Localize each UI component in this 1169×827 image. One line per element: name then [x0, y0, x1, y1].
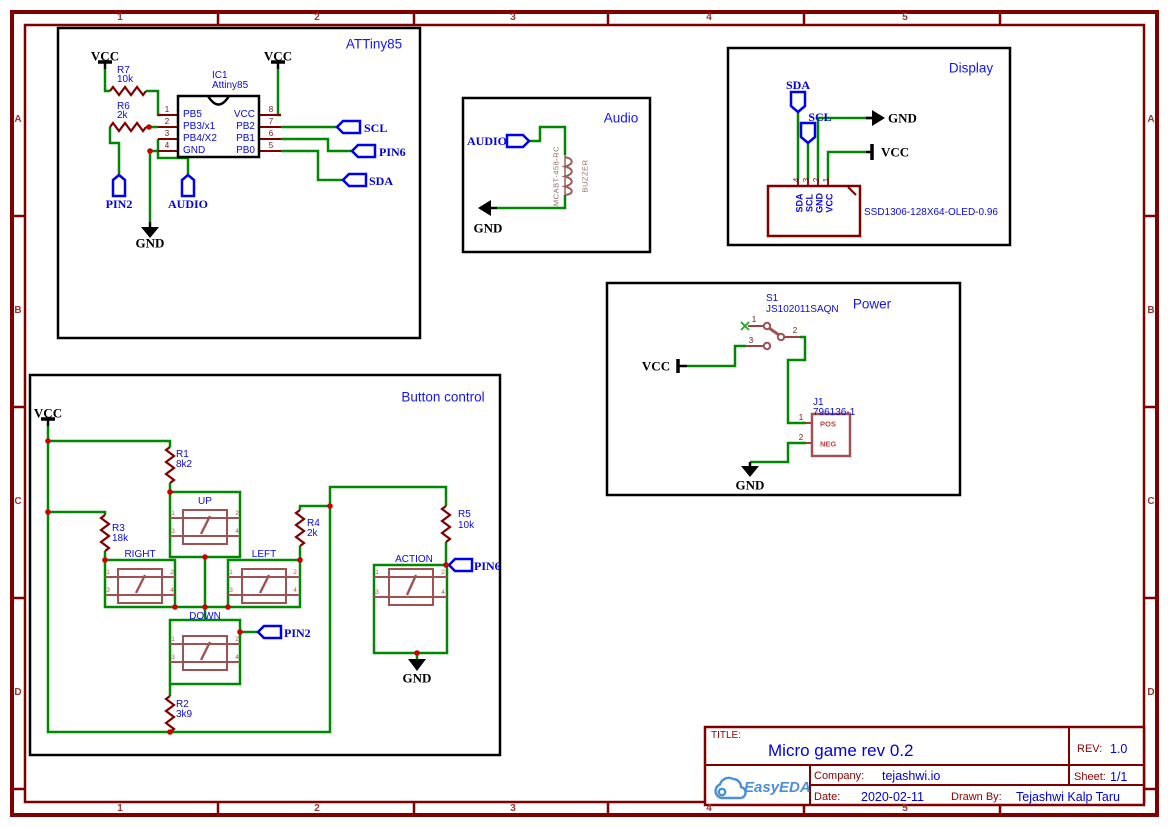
pin6-net-flag: [447, 557, 474, 573]
date-label: Date:: [814, 791, 841, 803]
button-right-symbol: [105, 568, 175, 604]
sda-net-flag: [341, 172, 368, 188]
resistor-r1: [164, 446, 176, 484]
scl-net-flag: [799, 121, 817, 145]
gnd-symbol: [478, 200, 497, 216]
pin2-net-flag: [111, 173, 127, 198]
no-connect-x-icon: [740, 321, 750, 331]
sheet-frame: [10, 10, 1159, 817]
audio-net-flag: [505, 133, 531, 149]
audio-block-border: [461, 96, 652, 254]
power-block-border: [605, 281, 962, 497]
easyeda-cloud-icon: [714, 776, 747, 800]
rev-value: 1.0: [1110, 742, 1128, 756]
block-borders: [28, 26, 1012, 757]
button-control-wires: [46, 426, 449, 734]
vcc-symbol: [676, 359, 687, 373]
connector-j1-symbol: [806, 412, 852, 458]
sheet-title: Micro game rev 0.2: [768, 741, 914, 760]
vcc-symbol: [41, 417, 55, 426]
title-block: [703, 725, 1146, 807]
scl-net-flag: [335, 119, 362, 135]
net-flags-attiny: [111, 119, 377, 198]
button-action-symbol: [374, 568, 447, 606]
oled-module-symbol: [766, 179, 862, 238]
gnd-symbol: [741, 462, 759, 477]
button-down-symbol: [170, 635, 240, 671]
sheet-value: 1/1: [1110, 770, 1128, 784]
resistor-r3: [99, 514, 111, 552]
junction-dots-attiny: [146, 124, 153, 154]
vcc-symbol: [866, 144, 874, 160]
resistor-r7: [109, 85, 147, 97]
gnd-symbol: [141, 222, 159, 238]
pin2-net-flag: [256, 624, 283, 640]
display-wires: [796, 112, 872, 179]
sda-net-flag: [789, 90, 807, 114]
gnd-symbol: [408, 659, 426, 671]
attiny85-block-border: [56, 26, 422, 340]
audio-net-flag: [180, 173, 196, 198]
easyeda-logo-text: EasyEDA: [744, 779, 811, 796]
resistor-r2: [164, 695, 176, 733]
ic1-symbol: [158, 94, 281, 159]
buzzer-symbol: [561, 155, 573, 196]
title-label: TITLE:: [711, 730, 742, 741]
button-left-symbol: [228, 568, 300, 604]
resistor-r6: [109, 121, 147, 133]
button-control-block-border: [28, 373, 502, 757]
date-value: 2020-02-11: [861, 790, 925, 804]
switch-s1-symbol: [740, 321, 800, 351]
pin6-net-flag: [350, 143, 377, 159]
gnd-symbol: [866, 110, 885, 126]
sheet-label: Sheet:: [1074, 771, 1106, 783]
company-value: tejashwi.io: [882, 769, 941, 783]
junction-dots-buttons: [45, 438, 449, 735]
drawn-by-value: Tejashwi Kalp Taru: [1016, 790, 1120, 804]
audio-wires: [497, 125, 567, 210]
vcc-symbol: [98, 60, 285, 69]
company-label: Company:: [814, 770, 865, 782]
display-block-border: [726, 46, 1012, 247]
net-flags-display: [789, 90, 817, 145]
resistor-r5: [440, 505, 452, 543]
drawn-by-label: Drawn By:: [951, 791, 1002, 803]
button-up-symbol: [170, 509, 240, 545]
resistor-r4: [294, 509, 306, 547]
net-flags-buttons: [256, 557, 474, 640]
power-wires: [687, 335, 807, 464]
rev-label: REV:: [1077, 743, 1103, 755]
